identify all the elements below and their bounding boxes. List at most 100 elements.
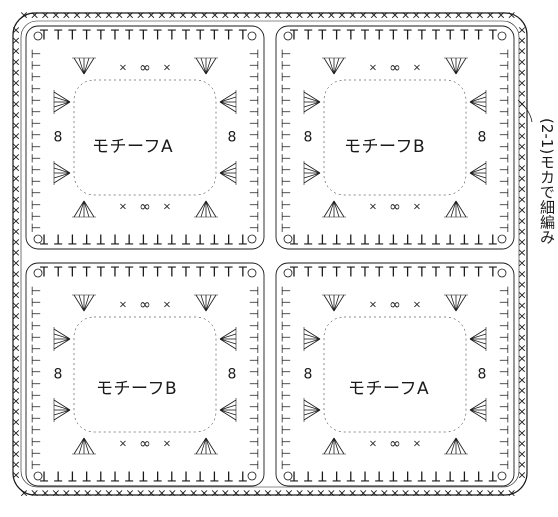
svg-text:T: T (54, 468, 63, 483)
svg-text:T: T (460, 231, 469, 246)
svg-text:T: T (459, 29, 468, 44)
svg-text:T: T (360, 266, 369, 281)
svg-text:T: T (67, 29, 76, 44)
svg-text:T: T (475, 468, 484, 483)
svg-text:×: × (242, 9, 251, 22)
svg-text:T: T (168, 231, 177, 246)
motif-label-top-left: モチーフA (92, 132, 173, 157)
svg-text:×: × (157, 9, 166, 22)
svg-text:×: × (348, 9, 357, 22)
svg-text:T: T (124, 266, 133, 281)
svg-text:T: T (474, 266, 483, 281)
svg-text:×: × (443, 9, 452, 22)
svg-text:T: T (318, 468, 327, 483)
svg-text:T: T (389, 468, 398, 483)
svg-text:×: × (274, 487, 283, 500)
svg-text:T: T (196, 231, 205, 246)
svg-text:×: × (284, 9, 293, 22)
svg-text:∞: ∞ (139, 199, 151, 215)
svg-text:T: T (181, 266, 190, 281)
svg-text:T: T (303, 266, 312, 281)
svg-text:×: × (62, 9, 71, 22)
svg-text:×: × (401, 9, 410, 22)
svg-text:∞: ∞ (389, 199, 401, 215)
svg-text:T: T (138, 29, 147, 44)
svg-text:T: T (488, 29, 497, 44)
svg-text:T: T (317, 29, 326, 44)
svg-text:T: T (83, 231, 92, 246)
svg-text:T: T (224, 266, 233, 281)
svg-text:×: × (475, 487, 484, 500)
svg-text:×: × (231, 9, 240, 22)
svg-text:T: T (404, 468, 413, 483)
svg-text:×: × (412, 9, 421, 22)
svg-text:×: × (507, 487, 516, 500)
svg-text:×: × (119, 439, 127, 450)
svg-text:T: T (431, 266, 440, 281)
svg-text:T: T (68, 468, 77, 483)
svg-text:×: × (163, 63, 171, 74)
svg-text:T: T (225, 231, 234, 246)
svg-text:T: T (375, 468, 384, 483)
svg-text:×: × (390, 487, 399, 500)
svg-text:×: × (263, 9, 272, 22)
svg-text:T: T (360, 29, 369, 44)
svg-text:×: × (486, 9, 495, 22)
svg-text:T: T (332, 29, 341, 44)
svg-text:⊢: ⊢ (281, 221, 291, 235)
svg-text:T: T (333, 231, 342, 246)
svg-text:T: T (196, 468, 205, 483)
svg-text:×: × (413, 300, 421, 311)
svg-text:T: T (97, 231, 106, 246)
svg-text:×: × (30, 9, 39, 22)
svg-text:T: T (209, 29, 218, 44)
motif-label-bottom-right: モチーフA (348, 374, 429, 399)
svg-text:×: × (295, 487, 304, 500)
svg-text:8: 8 (478, 367, 487, 383)
svg-text:×: × (94, 487, 103, 500)
svg-text:×: × (200, 9, 209, 22)
svg-text:×: × (316, 487, 325, 500)
svg-text:T: T (388, 29, 397, 44)
svg-text:T: T (97, 468, 106, 483)
svg-text:×: × (348, 487, 357, 500)
svg-text:×: × (210, 487, 219, 500)
svg-text:×: × (157, 487, 166, 500)
svg-text:×: × (178, 9, 187, 22)
svg-text:×: × (263, 487, 272, 500)
svg-text:T: T (110, 266, 119, 281)
svg-text:×: × (119, 63, 127, 74)
svg-text:T: T (403, 29, 412, 44)
svg-text:T: T (239, 468, 248, 483)
svg-text:T: T (238, 29, 247, 44)
svg-text:T: T (445, 266, 454, 281)
motif-grid: TTTTTTTTTTTTTTTTTTTTTTTTTTTTTT⊢⊣⊢⊣⊢⊣⊢⊣⊢⊣… (26, 26, 514, 486)
svg-text:×: × (327, 9, 336, 22)
svg-text:T: T (488, 266, 497, 281)
svg-text:T: T (389, 231, 398, 246)
svg-text:8: 8 (54, 130, 63, 146)
svg-text:T: T (181, 29, 190, 44)
svg-text:T: T (82, 266, 91, 281)
svg-text:T: T (40, 231, 49, 246)
svg-text:T: T (289, 266, 298, 281)
svg-text:×: × (30, 487, 39, 500)
svg-text:T: T (489, 468, 498, 483)
svg-text:T: T (110, 29, 119, 44)
svg-text:T: T (124, 29, 133, 44)
svg-text:T: T (195, 29, 204, 44)
svg-text:T: T (475, 231, 484, 246)
svg-text:×: × (496, 487, 505, 500)
svg-text:T: T (39, 266, 48, 281)
svg-text:×: × (72, 9, 81, 22)
svg-text:T: T (361, 468, 370, 483)
svg-text:×: × (104, 9, 113, 22)
svg-text:T: T (182, 468, 191, 483)
svg-text:×: × (253, 487, 262, 500)
svg-text:⊣: ⊣ (499, 221, 509, 235)
svg-text:×: × (316, 9, 325, 22)
svg-text:×: × (115, 487, 124, 500)
side-note: (2‐1)モカで細編み (535, 118, 555, 244)
svg-text:∞: ∞ (389, 436, 401, 452)
svg-text:T: T (290, 468, 299, 483)
